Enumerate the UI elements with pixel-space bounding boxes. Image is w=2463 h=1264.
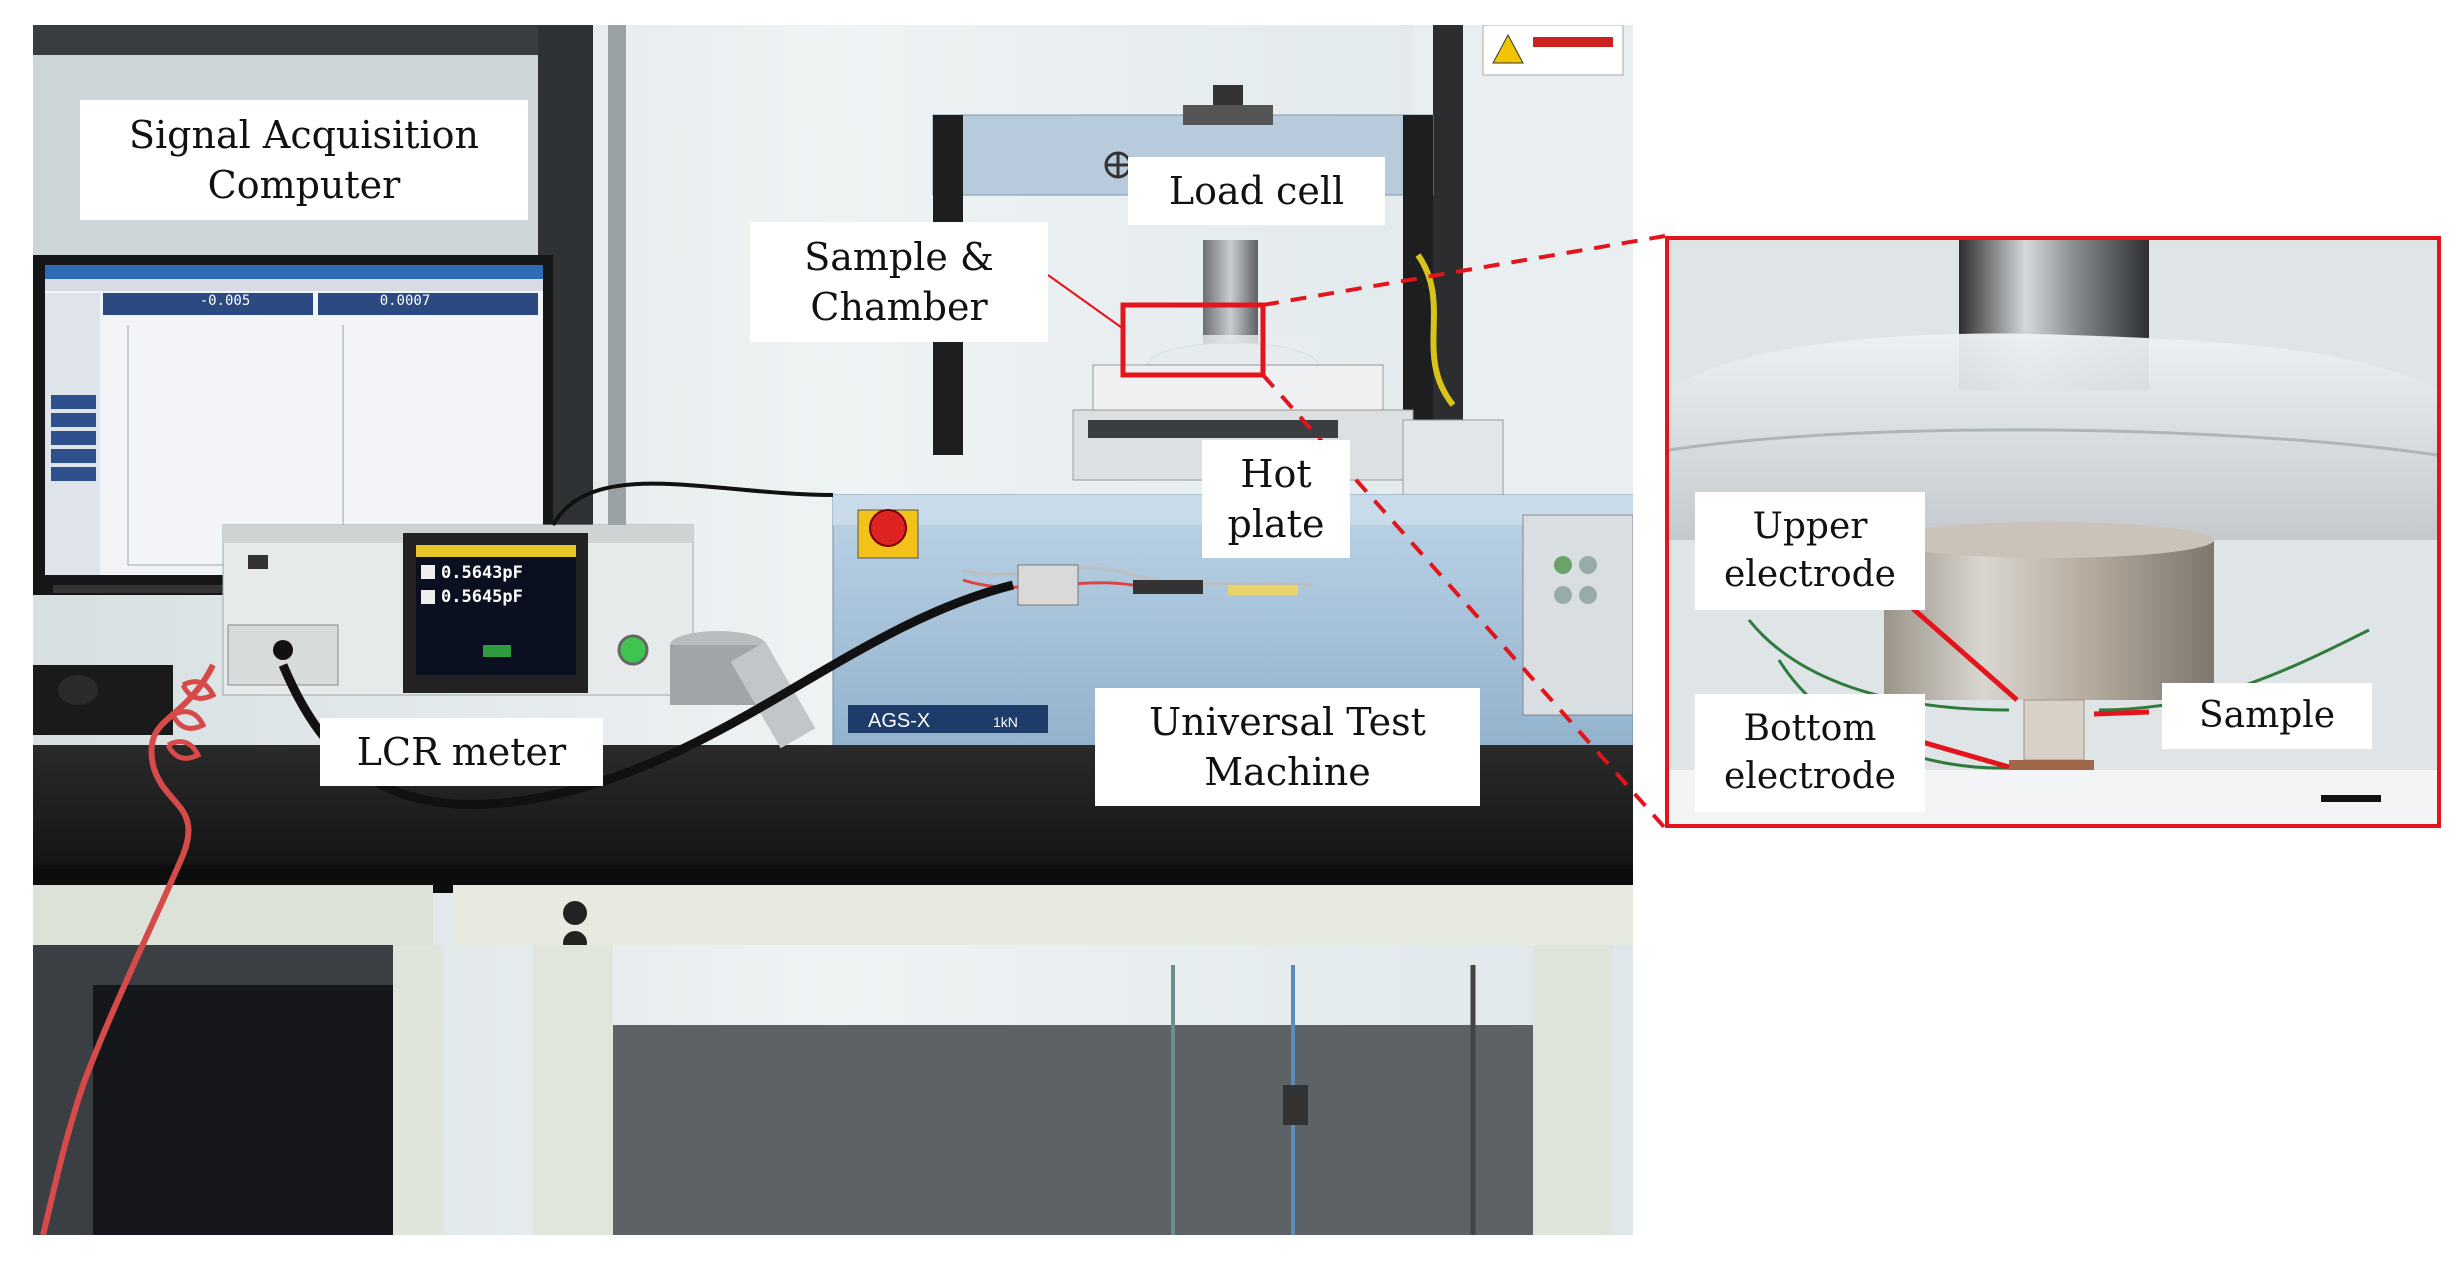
label-bottom-electrode: Bottom electrode bbox=[1695, 694, 1925, 812]
lcr-reading-2: 0.5645pF bbox=[441, 587, 523, 607]
load-cell-column bbox=[1203, 240, 1258, 350]
label-lcr-meter: LCR meter bbox=[320, 718, 603, 786]
label-upper-electrode: Upper electrode bbox=[1695, 492, 1925, 610]
machine-badge bbox=[848, 705, 1048, 733]
label-sample-chamber: Sample & Chamber bbox=[750, 222, 1048, 342]
lcr-reading-1: 0.5643pF bbox=[441, 563, 523, 583]
zoom-upper-cylinder bbox=[1884, 540, 2214, 700]
label-sample: Sample bbox=[2162, 683, 2372, 749]
monitor-reading-right: 0.0007 bbox=[379, 293, 431, 309]
zoom-sample bbox=[2023, 699, 2085, 761]
label-load-cell: Load cell bbox=[1128, 157, 1385, 225]
hot-plate-body bbox=[1092, 364, 1384, 411]
machine-capacity: 1kN bbox=[993, 714, 1018, 730]
zoom-lid bbox=[1669, 333, 2437, 540]
chamber-highlight bbox=[1120, 302, 1266, 378]
label-signal-acquisition-computer: Signal Acquisition Computer bbox=[80, 100, 528, 220]
machine-model: AGS-X bbox=[868, 710, 930, 732]
monitor-reading-left: -0.005 bbox=[199, 293, 251, 309]
scale-bar bbox=[2321, 795, 2381, 802]
label-universal-test-machine: Universal Test Machine bbox=[1095, 688, 1480, 806]
label-hot-plate: Hot plate bbox=[1202, 440, 1350, 558]
